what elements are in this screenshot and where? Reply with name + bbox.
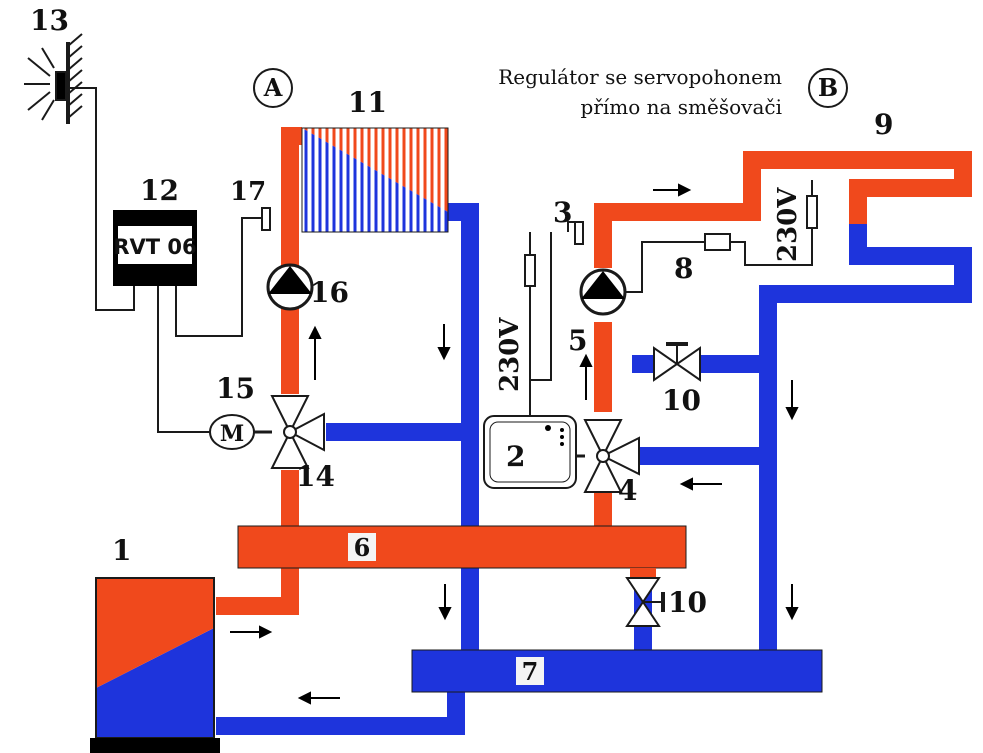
voltage-right: 230V: [773, 187, 803, 262]
label-3: 3: [553, 196, 572, 229]
voltage-left: 230V: [495, 317, 525, 392]
label-10-upper: 10: [662, 384, 701, 417]
pump-5: [579, 268, 627, 316]
temperature-sensors: [261, 195, 818, 287]
label-7: 7: [522, 657, 539, 686]
cold-header: [411, 649, 823, 693]
label-10-lower: 10: [668, 586, 707, 619]
note-line-1: Regulátor se servopohonem: [498, 65, 782, 89]
label-6: 6: [354, 533, 371, 562]
circuit-a-label: A: [263, 73, 283, 102]
label-1: 1: [112, 534, 131, 567]
label-17: 17: [230, 177, 266, 207]
outdoor-sensor-icon: [24, 33, 83, 124]
flow-arrows: [230, 183, 799, 705]
circuit-b-label: B: [818, 73, 838, 102]
label-9: 9: [874, 108, 893, 141]
cold-header-label-box: [516, 657, 544, 685]
label-15: 15: [216, 372, 255, 405]
pump-16: [266, 263, 314, 311]
label-11: 11: [348, 86, 387, 119]
note-line-2: přímo na směšovači: [581, 95, 782, 119]
label-12: 12: [140, 174, 179, 207]
servo-motor: [209, 414, 272, 450]
motor-symbol: M: [220, 421, 244, 447]
label-8: 8: [674, 252, 693, 285]
labels: A B Regulátor se servopohonem přímo na s…: [30, 4, 893, 686]
controller-rvt06: [113, 210, 197, 286]
radiator: [301, 127, 449, 233]
label-13: 13: [30, 4, 69, 37]
hot-pipes-mid: [281, 312, 612, 412]
control-wiring: [68, 87, 813, 433]
boiler: [90, 577, 220, 753]
shutoff-valve-lower: [625, 568, 665, 627]
controller-text: RVT 06: [113, 235, 196, 259]
mixing-valve-4: [583, 419, 640, 493]
label-14: 14: [296, 460, 335, 493]
label-4: 4: [618, 474, 637, 507]
hot-header: [237, 525, 687, 569]
hot-header-label-box: [348, 533, 376, 561]
regulator-servo: [483, 415, 585, 489]
label-5: 5: [568, 324, 587, 357]
label-2: 2: [506, 440, 525, 473]
circuit-a-badge: [253, 68, 293, 108]
circuit-b-badge: [808, 68, 848, 108]
label-16: 16: [310, 276, 349, 309]
mixing-valve-14: [270, 395, 325, 469]
shutoff-valve-upper: [653, 342, 701, 382]
